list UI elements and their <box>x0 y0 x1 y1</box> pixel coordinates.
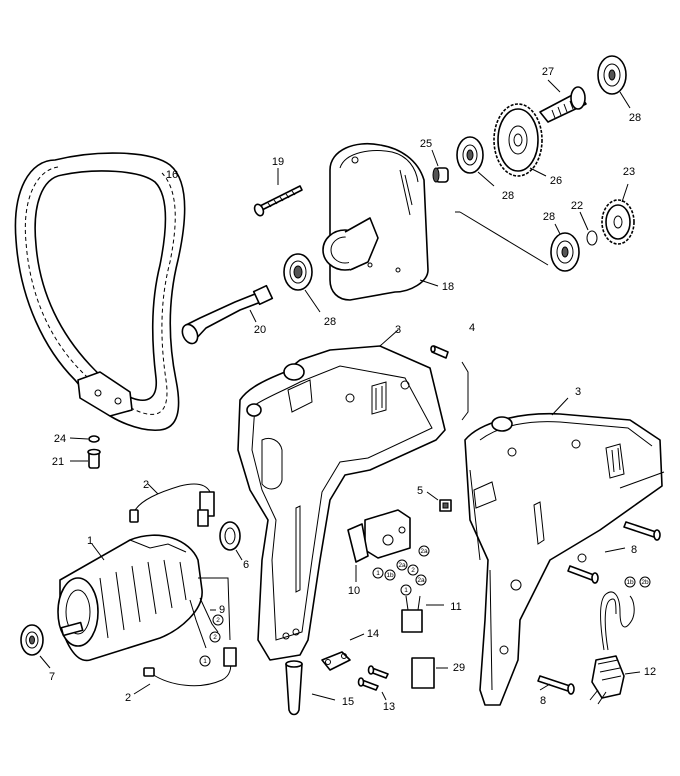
part-21-screw <box>70 448 101 469</box>
wire-marker-label: 1b <box>626 579 634 586</box>
callout-27: 27 <box>542 66 554 78</box>
wire-marker-label: 2 <box>216 617 220 624</box>
callout-2-top: 2 <box>143 479 149 491</box>
callout-10: 10 <box>348 585 360 597</box>
callout-28-right: 28 <box>543 211 555 223</box>
part-8-screw-b <box>567 565 599 584</box>
wire-marker-label: 1 <box>404 587 408 594</box>
callout-18: 18 <box>442 281 454 293</box>
callout-11: 11 <box>450 601 461 613</box>
part-29-brush-holder <box>411 657 448 689</box>
part-2-wire-top <box>129 483 215 527</box>
part-10-switch <box>347 509 411 582</box>
callout-12: 12 <box>644 666 656 678</box>
wire-marker-label: 1 <box>203 658 207 665</box>
callout-21: 21 <box>52 456 64 468</box>
callout-1: 1 <box>87 535 93 547</box>
part-19-screw <box>253 168 303 217</box>
callout-7: 7 <box>49 671 55 683</box>
callout-3-right: 3 <box>575 386 581 398</box>
callout-24: 24 <box>54 433 66 445</box>
callout-29: 29 <box>453 662 465 674</box>
part-28-bearing-b <box>456 136 495 187</box>
part-24-washer <box>69 435 100 443</box>
part-8-screw-a <box>604 521 661 553</box>
part-11-brush <box>401 595 444 633</box>
part-26-gear <box>493 103 547 177</box>
callout-8-bottom: 8 <box>540 695 546 707</box>
part-28-bearing-c <box>597 55 631 109</box>
part-3-housing-left <box>237 329 446 661</box>
callout-28-mid: 28 <box>502 190 514 202</box>
callout-25: 25 <box>420 138 432 150</box>
callout-3-left: 3 <box>395 324 401 336</box>
callout-4: 4 <box>469 322 475 334</box>
callout-2-bottom: 2 <box>125 692 131 704</box>
part-12-plug-cord <box>589 591 641 705</box>
part-27-pinion-shaft <box>539 79 587 123</box>
callout-23: 23 <box>623 166 635 178</box>
part-25-bushing <box>431 149 449 183</box>
callout-labels: 1 2 2 3 3 4 5 6 7 8 8 9 10 11 12 13 14 1… <box>49 66 656 713</box>
wire-marker-label: 2b <box>641 579 649 586</box>
callout-8-right: 8 <box>631 544 637 556</box>
part-20-shaft <box>181 284 274 345</box>
callout-6: 6 <box>243 559 249 571</box>
part-23-gear <box>601 183 635 245</box>
callout-14: 14 <box>367 628 379 640</box>
wire-marker-label: 2 <box>213 634 217 641</box>
callout-28-top: 28 <box>629 112 641 124</box>
part-16-handle <box>14 152 186 431</box>
wire-marker-label: 1b <box>386 572 394 579</box>
callout-22: 22 <box>571 200 583 212</box>
part-13-screws <box>357 665 389 701</box>
wire-marker-labels: 2 1 2 1 1b 2a 2 2a 1 2a 1b 2b <box>203 548 649 665</box>
part-8-screw-c <box>537 675 575 695</box>
part-1-motor <box>57 534 203 662</box>
callout-16: 16 <box>166 169 178 181</box>
callout-5: 5 <box>417 485 423 497</box>
callout-9: 9 <box>219 604 225 616</box>
part-9-leads <box>189 577 231 649</box>
part-3-housing-right <box>464 397 665 706</box>
part-7-bearing <box>20 624 51 669</box>
callout-15: 15 <box>342 696 354 708</box>
part-22-circlip <box>579 211 598 246</box>
wire-marker-label: 2a <box>398 562 406 569</box>
callout-28-shaft: 28 <box>324 316 336 328</box>
part-14-strain-relief <box>321 633 365 671</box>
part-4-pin <box>430 345 469 421</box>
part-5-clip <box>426 491 452 512</box>
part-6-bearing <box>219 521 243 561</box>
part-15-cord-guard <box>285 660 336 716</box>
wire-marker-label: 2a <box>420 548 428 555</box>
wire-marker-group <box>199 545 651 667</box>
part-28-bearing-d <box>550 223 580 272</box>
callout-26: 26 <box>550 175 562 187</box>
callout-13: 13 <box>383 701 395 713</box>
part-18-gear-housing <box>322 143 439 301</box>
wire-marker-label: 1 <box>376 570 380 577</box>
part-2-wire-bottom <box>133 647 237 695</box>
wire-marker-label: 2a <box>417 577 425 584</box>
leader-line-shaft <box>459 211 549 266</box>
callout-20: 20 <box>254 324 266 336</box>
wire-marker-label: 2 <box>411 567 415 574</box>
part-28-bearing-a <box>283 253 321 313</box>
callout-19: 19 <box>272 156 284 168</box>
